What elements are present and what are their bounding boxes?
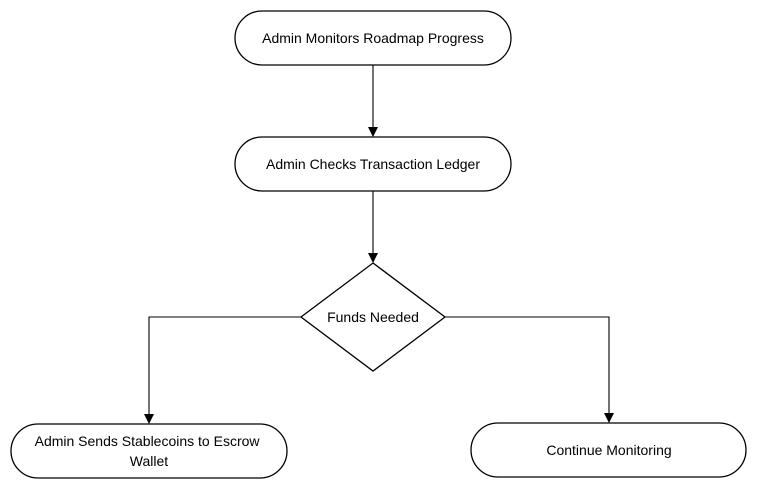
node-ledger-shape: [234, 136, 512, 192]
node-continue-label: Continue Monitoring: [546, 442, 671, 458]
node-funds-needed: Funds Needed: [299, 262, 447, 372]
node-ledger-label: Admin Checks Transaction Ledger: [266, 156, 480, 172]
node-monitor-shape: [234, 10, 512, 66]
node-send-stablecoins: Admin Sends Stablecoins to Escrow Wallet: [10, 423, 288, 479]
node-continue-monitoring: Continue Monitoring: [470, 422, 747, 478]
node-monitor-roadmap: Admin Monitors Roadmap Progress: [234, 10, 512, 66]
node-send-label-line1: Admin Sends Stablecoins to Escrow: [35, 433, 261, 449]
node-check-ledger: Admin Checks Transaction Ledger: [234, 136, 512, 192]
node-send-label: Admin Sends Stablecoins to Escrow Wallet: [35, 433, 264, 469]
node-send-label-line2: Wallet: [130, 453, 168, 469]
node-send-shape: [10, 423, 288, 479]
node-monitor-label: Admin Monitors Roadmap Progress: [262, 30, 484, 46]
edge-decision-to-send: [144, 316, 301, 424]
node-decision-shape: [299, 262, 447, 372]
node-continue-shape: [470, 422, 747, 478]
edge-decision-to-continue: [445, 316, 614, 423]
node-decision-label: Funds Needed: [327, 309, 419, 325]
